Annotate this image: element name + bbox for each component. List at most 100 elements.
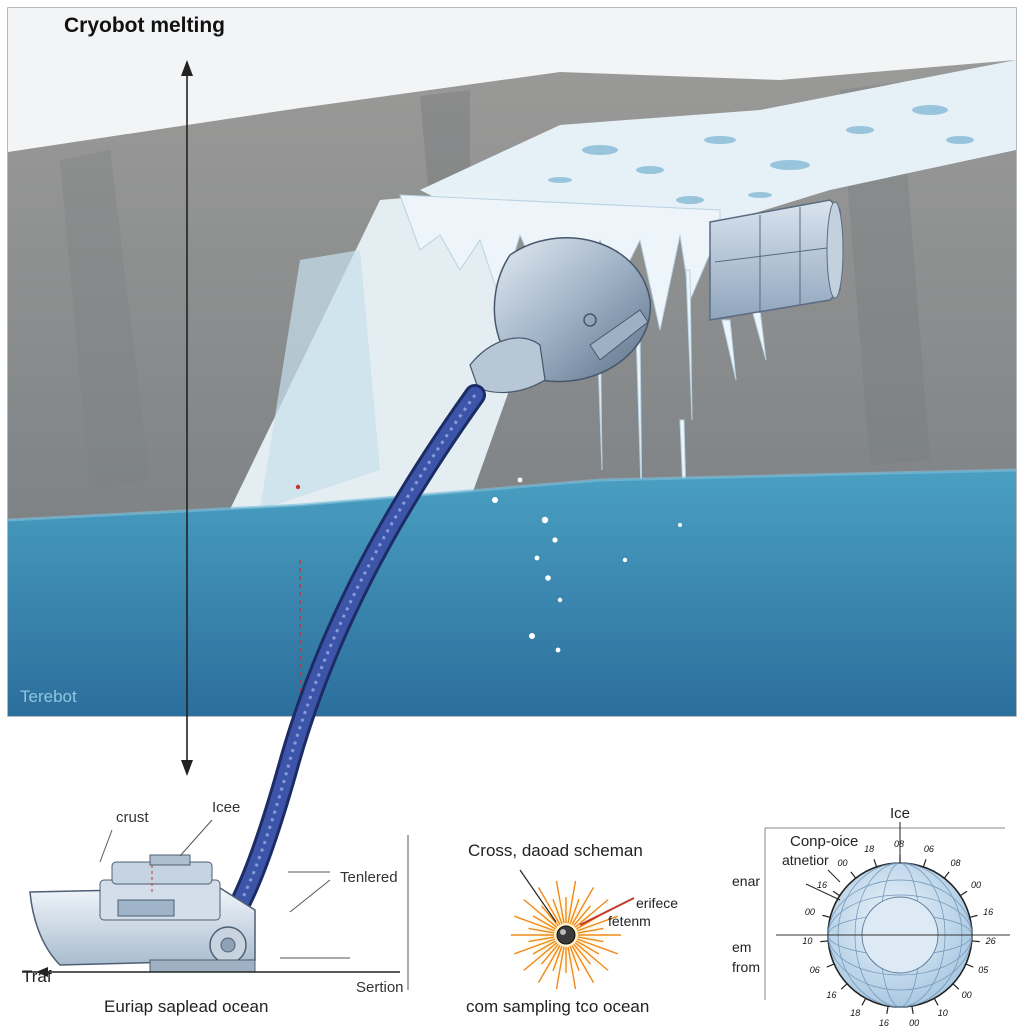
probe-bolt — [583, 313, 597, 327]
globe-tick-label: 05 — [978, 965, 989, 976]
globe-tick-label: 00 — [804, 906, 815, 917]
globe-frame — [764, 827, 1005, 1000]
globe-tick — [820, 940, 829, 943]
globe-tick-label: 06 — [809, 965, 820, 976]
marker-dot — [295, 484, 301, 490]
globe-tick-label: 16 — [816, 879, 827, 890]
globe-tick-label: 00 — [961, 989, 972, 1000]
sampler-ray — [523, 942, 558, 971]
globe-tick — [971, 940, 980, 943]
globe-tick-label: 16 — [826, 989, 837, 1000]
sampler-ray — [541, 943, 559, 965]
sampler-ray — [532, 915, 556, 930]
sampler-ray — [577, 927, 604, 934]
globe-tick-label: 08 — [950, 857, 961, 868]
globe-em-label: em — [732, 939, 752, 955]
sampler-ray — [571, 945, 595, 983]
sampler-ray — [573, 943, 591, 965]
sampler-ray — [577, 915, 618, 932]
globe-tick — [826, 963, 835, 968]
globe-tick — [965, 963, 974, 968]
ocean-surface-line — [7, 468, 1017, 522]
globe-tick-label: 18 — [850, 1008, 861, 1019]
globe-comp-label: Conp-oice — [790, 833, 859, 850]
globe-tick — [933, 998, 939, 1006]
globe-tick-label: 10 — [937, 1008, 948, 1019]
panel-label: Terebot — [20, 687, 77, 706]
globe-ice-label: Ice — [890, 805, 911, 822]
sampler-schematic — [511, 869, 635, 990]
sampler-ray — [552, 899, 563, 924]
sampler-ray — [574, 942, 609, 971]
sampler-ray — [577, 936, 604, 943]
globe-tick — [969, 914, 978, 918]
globe-tick — [886, 1005, 889, 1015]
sampler-ray — [537, 945, 561, 983]
sampler-ray — [532, 940, 556, 955]
tether-cable — [214, 384, 486, 941]
meltwater-cascade-shade — [260, 250, 380, 510]
sampler-ray — [571, 887, 595, 925]
globe-from-label: from — [732, 959, 760, 975]
sampler-core — [556, 925, 576, 945]
submersible-window — [117, 899, 175, 917]
sampler-ray — [555, 946, 565, 990]
sampler-ray — [528, 936, 555, 943]
caption-left: Euriap saplead ocean — [104, 997, 269, 1016]
caption-center-bottom: com sampling tco ocean — [466, 997, 650, 1016]
globe-tick — [959, 890, 968, 897]
globe-tick — [873, 859, 878, 868]
globe-tick-label: 00 — [909, 1017, 920, 1028]
crust-label: crust — [116, 809, 149, 826]
depth-arrow — [181, 60, 193, 776]
sampler-rays — [511, 880, 621, 990]
cliff-shadow-streak — [60, 150, 150, 490]
globe-enar-label: enar — [732, 873, 761, 889]
sampler-ray — [574, 899, 609, 928]
sampler-ray — [567, 946, 577, 990]
sampler-ray — [537, 887, 561, 925]
ice-scene-panel — [7, 7, 1017, 776]
sampler-ray — [555, 880, 565, 924]
leader-lines — [99, 819, 409, 990]
sampler-ray — [528, 927, 555, 934]
sampler-ray — [569, 899, 580, 924]
sampler-ray — [576, 940, 600, 955]
globe-tick — [911, 1005, 914, 1015]
globe-tick-label: 00 — [837, 857, 848, 868]
globe-tick — [952, 983, 960, 990]
sampler-ray — [573, 905, 591, 927]
globe-tick-label: 10 — [802, 936, 813, 947]
probe-arm — [589, 309, 649, 361]
ice-label: Icee — [212, 799, 241, 816]
section-label: Sertion — [356, 979, 404, 996]
sampler-ray — [523, 899, 558, 928]
globe-tick — [850, 871, 857, 879]
melt-shelf-surface — [420, 60, 1016, 230]
sampler-ray — [514, 915, 555, 932]
sampler-ray — [567, 880, 577, 924]
water-droplets — [492, 477, 682, 653]
globe-tick-label: 26 — [985, 936, 996, 947]
ice-surface — [8, 8, 1016, 152]
surface-label: erifece — [636, 895, 679, 911]
probe-end-cap — [826, 201, 844, 299]
ocean — [8, 470, 1016, 716]
globe-tick-label: 00 — [971, 879, 982, 890]
globe-tick — [943, 871, 950, 879]
caption-center-top: Cross, daoad scheman — [468, 841, 643, 860]
submersible-base — [149, 959, 256, 973]
sampler-ray — [569, 946, 580, 971]
sampler-ray — [541, 905, 559, 927]
globe-tick-label: 16 — [983, 906, 994, 917]
probe-nozzle — [469, 337, 546, 394]
sampler-ray — [514, 938, 555, 955]
cross-section-globe — [764, 822, 1010, 1015]
sampler-ray — [577, 938, 618, 955]
globe-atnetior-label: atnetior — [782, 852, 829, 868]
diagram-title: Cryobot melting — [64, 14, 225, 37]
traf-label: Traf — [22, 967, 52, 986]
submersible — [22, 854, 400, 977]
fetenm-label: fetenm — [608, 913, 651, 929]
